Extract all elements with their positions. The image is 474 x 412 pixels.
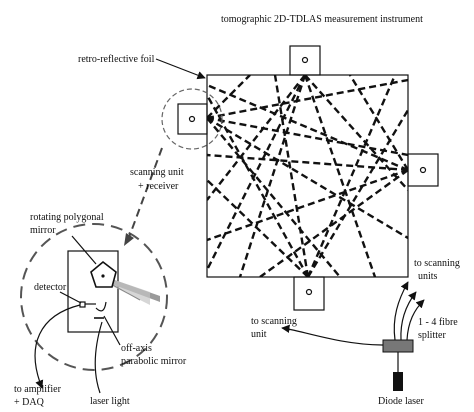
aperture-icon [305, 288, 313, 296]
beam-path [207, 94, 310, 277]
fiber-to-unit-arrow [281, 324, 384, 346]
laser-beam-spread [106, 277, 150, 305]
splitter-label-line2: splitter [418, 330, 446, 341]
to-scan-unit-label-line2: unit [251, 329, 267, 340]
fiber-to-units-arrow-2 [400, 291, 417, 341]
beam-path [303, 75, 377, 277]
polygon-pointer [71, 235, 97, 265]
beam-path [207, 116, 408, 157]
scan-unit-label-line2: + receiver [138, 181, 179, 192]
polygon-label-line1: rotating polygonal [30, 212, 104, 223]
amp-label-line2: + DAQ [14, 397, 45, 408]
amp-cable-arrow [34, 304, 81, 389]
fiber-to-units-arrow-3 [406, 299, 425, 341]
offaxis-pointer [103, 315, 121, 346]
to-scan-units-label-line2: units [418, 271, 438, 282]
splitter-label-line1: 1 - 4 fibre [418, 317, 458, 328]
beam-path [207, 75, 306, 201]
zoom-arrowhead-icon [124, 233, 134, 246]
parabolic-mirror-icon [95, 301, 107, 312]
beam-path [207, 78, 408, 120]
foil-label: retro-reflective foil [78, 54, 155, 65]
aperture-icon [301, 56, 309, 64]
scanning-unit-detail [67, 250, 119, 333]
beam-path [207, 116, 408, 240]
amp-label-line1: to amplifier [14, 384, 62, 395]
scanning-unit-top [289, 45, 321, 76]
title-label: tomographic 2D-TDLAS measurement instrum… [221, 14, 423, 25]
zoom-circle-small [161, 88, 223, 150]
measurement-field-frame [206, 74, 409, 278]
beam-path [207, 117, 341, 277]
detector-pointer [59, 291, 82, 304]
scanning-unit-bottom [293, 276, 325, 311]
beam-path [306, 75, 397, 277]
beam-path [207, 75, 307, 271]
detector-label: detector [34, 282, 67, 293]
scanning-unit-left [177, 103, 208, 135]
diode-label: Diode laser [378, 396, 424, 407]
fiber-to-units-arrow-1 [393, 281, 409, 341]
beam-path [273, 75, 310, 277]
laser-light-label: laser light [90, 396, 130, 407]
beam-path [207, 179, 309, 277]
beam-path [238, 75, 307, 277]
aperture-icon [419, 166, 427, 174]
beam-path [207, 75, 251, 119]
polygon-label-line2: mirror [30, 225, 56, 236]
foil-pointer [155, 58, 206, 80]
to-scan-unit-label-line1: to scanning [251, 316, 297, 327]
beam-path [207, 83, 408, 172]
beam-paths [207, 75, 408, 277]
fibre-splitter-icon [382, 339, 414, 353]
zoom-circle-large [20, 223, 168, 371]
to-scan-units-label-line1: to scanning [414, 258, 460, 269]
zoom-connector-arrow [127, 147, 163, 241]
offaxis-label-line1: off-axis [121, 343, 152, 354]
laser-fiber-line [94, 321, 103, 394]
beam-path [304, 75, 408, 191]
diode-laser-icon [393, 372, 403, 391]
beam-path [348, 75, 408, 171]
scan-unit-label-line1: scanning unit [130, 167, 184, 178]
mirror-axis-icon [101, 274, 105, 278]
aperture-icon [188, 115, 196, 123]
scanning-unit-right [407, 153, 439, 187]
offaxis-label-line2: parabolic mirror [121, 356, 187, 367]
beam-path [259, 169, 408, 277]
beam-path [207, 168, 408, 242]
